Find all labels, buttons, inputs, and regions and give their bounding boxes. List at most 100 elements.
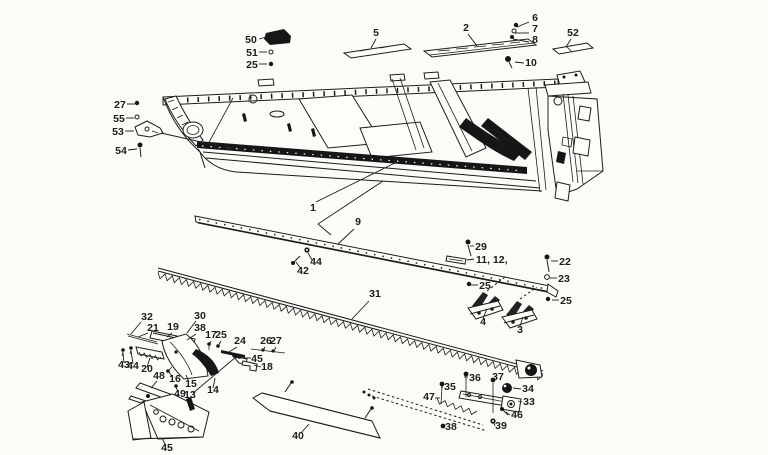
part-label-27: 27 <box>270 335 282 347</box>
part-label-45: 45 <box>251 353 263 365</box>
part-label-20: 20 <box>141 363 153 375</box>
leader-line <box>351 300 370 320</box>
wear-plate-5 <box>342 43 413 59</box>
leader-line <box>186 333 197 341</box>
moldboard-15 <box>161 333 209 380</box>
nut-25-top <box>268 61 274 67</box>
leader-line <box>150 380 158 389</box>
leader-line <box>146 357 151 368</box>
part-label-38: 38 <box>194 322 206 334</box>
bracket-18 <box>241 360 258 372</box>
leader-line <box>258 36 267 40</box>
part-label-17: 17 <box>205 329 217 341</box>
part-label-45: 45 <box>161 442 173 454</box>
guard-alignment-dashes <box>486 276 538 300</box>
bolt-42 <box>291 255 301 265</box>
part-label-32: 32 <box>141 311 153 323</box>
leader-line <box>514 61 525 64</box>
leader-line <box>262 346 266 352</box>
part-label-25: 25 <box>215 329 227 341</box>
part-label-34: 34 <box>522 383 534 395</box>
cutterbar-band <box>197 141 543 192</box>
leader-line <box>161 437 167 447</box>
leader-line <box>482 308 488 319</box>
part-label-13: 13 <box>184 389 196 401</box>
leader-line <box>300 423 310 434</box>
part-label-54: 54 <box>115 145 127 157</box>
leader-line <box>295 261 302 270</box>
pin-on-shoe <box>186 397 195 411</box>
leader-line <box>493 422 496 427</box>
leader-line <box>315 161 398 203</box>
part-label-4: 4 <box>480 316 486 328</box>
part-label-25: 25 <box>246 59 258 71</box>
part-label-40: 40 <box>292 430 304 442</box>
leader-line <box>273 346 277 352</box>
rubber-block-50 <box>264 29 291 45</box>
part-label-25: 25 <box>479 280 491 292</box>
bolt-49-13 <box>174 355 241 388</box>
bolt-37 <box>490 377 496 413</box>
bolt-44b <box>129 346 133 355</box>
leader-line <box>130 350 134 365</box>
leader-line <box>519 316 524 327</box>
leader-line <box>467 33 478 47</box>
washer-7 <box>511 28 517 34</box>
leader-line <box>160 132 233 150</box>
part-label-25: 25 <box>560 295 572 307</box>
part-label-55: 55 <box>113 113 125 125</box>
bolt-16 <box>166 366 173 373</box>
support-arm <box>429 79 522 161</box>
part-label-26: 26 <box>260 335 272 347</box>
part-label-47: 47 <box>423 391 435 403</box>
leader-line <box>491 378 494 383</box>
part-label-14: 14 <box>207 384 219 396</box>
nut-55 <box>134 114 140 120</box>
part-label-27: 27 <box>114 99 126 111</box>
nut-25-mid-right <box>545 296 551 302</box>
leader-line <box>512 387 522 390</box>
leader-line <box>505 411 511 416</box>
part-label-30: 30 <box>194 310 206 322</box>
leader-line <box>192 356 237 394</box>
leader-line <box>168 371 174 379</box>
part-label-8: 8 <box>532 34 538 46</box>
leader-line <box>122 352 125 364</box>
bolt-on-bar-right <box>364 406 374 419</box>
part-label-15: 15 <box>185 378 197 390</box>
bolt-46 <box>500 407 509 416</box>
part-label-5: 5 <box>373 27 379 39</box>
serrated-clip-47 <box>436 397 478 416</box>
leader-line <box>166 332 173 338</box>
part-label-6: 6 <box>532 12 538 24</box>
nut-23 <box>544 274 550 280</box>
part-label-19: 19 <box>167 321 179 333</box>
leader-line <box>337 228 355 245</box>
divider-bracket-53 <box>134 120 164 138</box>
part-label-38: 38 <box>445 421 457 433</box>
right-side-plate <box>481 70 604 202</box>
nut-6 <box>513 22 519 28</box>
bolt-29 <box>465 239 472 257</box>
part-label-21: 21 <box>147 322 159 334</box>
pin-24 <box>221 350 245 358</box>
part-label-51: 51 <box>246 47 258 59</box>
leader-line <box>317 180 384 236</box>
leader-line <box>185 374 190 383</box>
bolt-on-bar-left <box>284 380 294 393</box>
part-label-33: 33 <box>523 396 535 408</box>
rivet-44 <box>304 247 310 253</box>
rod-21 <box>126 333 159 345</box>
bolt-43 <box>121 348 125 357</box>
part-label-22: 22 <box>559 256 571 268</box>
knife-head-33 <box>458 390 522 413</box>
part-label-39: 39 <box>495 420 507 432</box>
screw-10 <box>505 56 513 69</box>
part-label-37: 37 <box>492 371 504 383</box>
inner-shoe-cluster <box>121 330 286 441</box>
part-label-36: 36 <box>469 372 481 384</box>
part-label-53: 53 <box>112 126 124 138</box>
leader-line <box>565 38 572 48</box>
part-label-11-12-: 11, 12, <box>476 254 508 266</box>
